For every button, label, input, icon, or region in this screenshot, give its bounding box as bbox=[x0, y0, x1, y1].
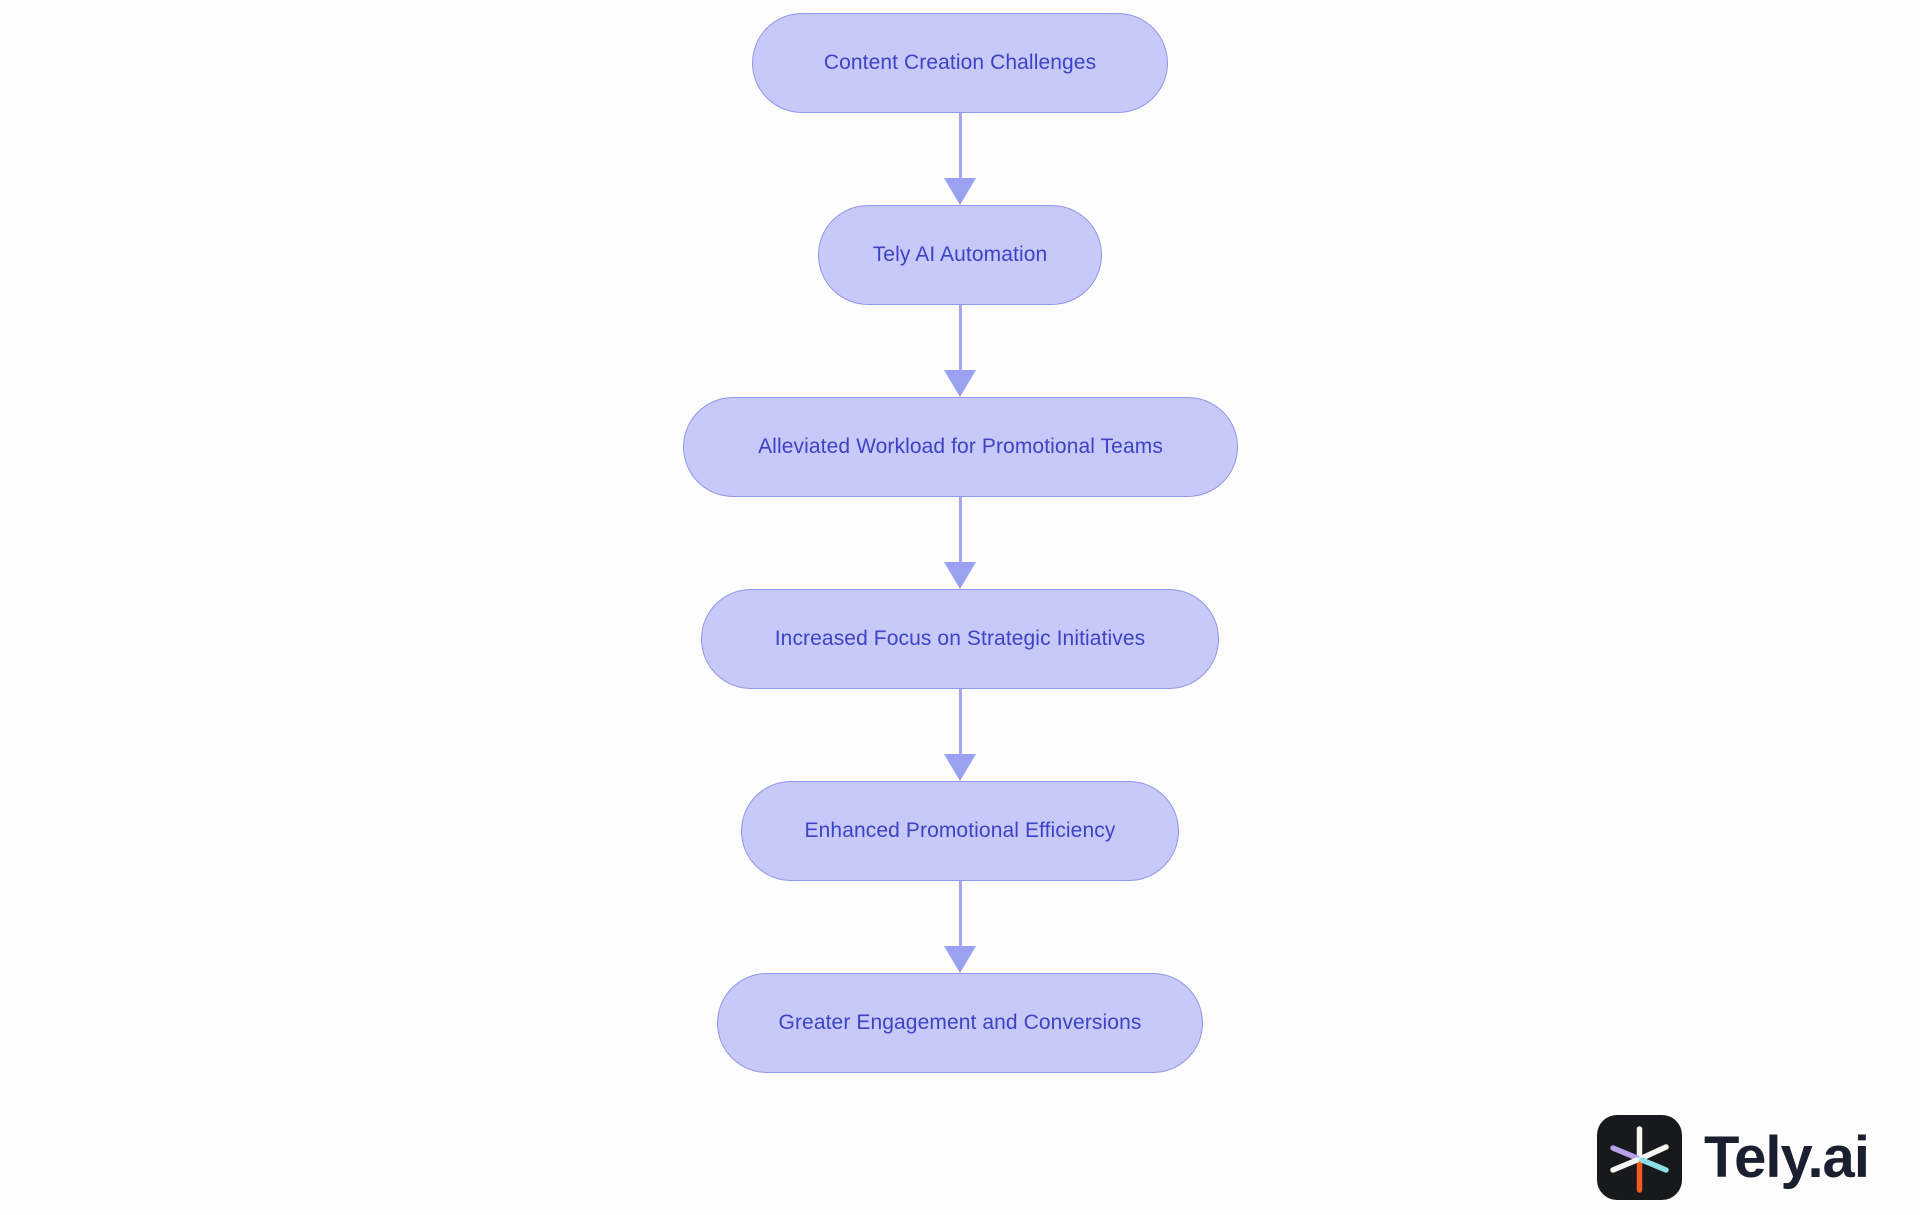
arrow-head-icon bbox=[944, 370, 976, 397]
node-label: Increased Focus on Strategic Initiatives bbox=[774, 627, 1146, 650]
arrow-line bbox=[958, 497, 962, 562]
flowchart-node-increased-focus: Increased Focus on Strategic Initiatives bbox=[701, 589, 1219, 689]
node-label: Alleviated Workload for Promotional Team… bbox=[758, 435, 1163, 458]
tely-asterisk-icon bbox=[1597, 1115, 1682, 1200]
node-label: Tely AI Automation bbox=[872, 243, 1048, 266]
arrow-head-icon bbox=[944, 562, 976, 589]
tely-ai-logo-text: Tely.ai bbox=[1704, 1125, 1870, 1190]
node-label: Enhanced Promotional Efficiency bbox=[804, 819, 1116, 842]
arrow-head-icon bbox=[944, 178, 976, 205]
flow-arrow-3 bbox=[944, 497, 976, 589]
flowchart-node-tely-ai-automation: Tely AI Automation bbox=[818, 205, 1102, 305]
arrow-head-icon bbox=[944, 754, 976, 781]
flowchart-node-greater-engagement: Greater Engagement and Conversions bbox=[717, 973, 1203, 1073]
arrow-head-icon bbox=[944, 946, 976, 973]
arrow-line bbox=[958, 113, 962, 178]
node-label: Greater Engagement and Conversions bbox=[778, 1011, 1142, 1034]
flow-arrow-4 bbox=[944, 689, 976, 781]
flow-arrow-5 bbox=[944, 881, 976, 973]
flowchart-node-enhanced-efficiency: Enhanced Promotional Efficiency bbox=[741, 781, 1179, 881]
flowchart-node-content-creation-challenges: Content Creation Challenges bbox=[752, 13, 1168, 113]
arrow-line bbox=[958, 305, 962, 370]
arrow-line bbox=[958, 881, 962, 946]
flow-arrow-1 bbox=[944, 113, 976, 205]
arrow-line bbox=[958, 689, 962, 754]
flowchart-node-alleviated-workload: Alleviated Workload for Promotional Team… bbox=[683, 397, 1238, 497]
node-label: Content Creation Challenges bbox=[823, 51, 1097, 74]
flow-arrow-2 bbox=[944, 305, 976, 397]
tely-ai-logo: Tely.ai bbox=[1597, 1115, 1870, 1200]
